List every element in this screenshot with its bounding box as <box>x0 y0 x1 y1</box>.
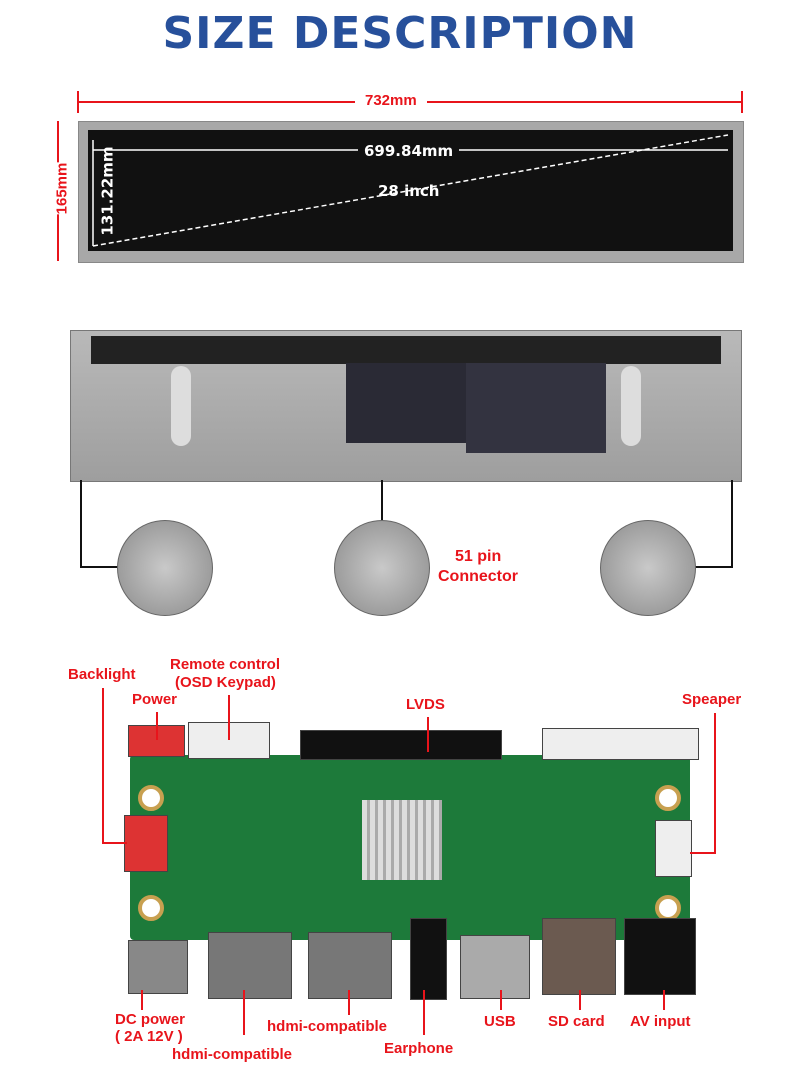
dim-tick <box>741 91 743 113</box>
active-width-label: 699.84mm <box>358 142 460 160</box>
connector-label: 51 pin <box>455 548 502 565</box>
hdmi-port-2 <box>308 932 392 999</box>
driver-board <box>346 363 466 443</box>
lvds-connector <box>300 730 502 760</box>
display-back <box>70 330 742 482</box>
back-strip <box>91 336 721 364</box>
speaker-side-connector <box>655 820 692 877</box>
active-height-label: 131.22mm <box>98 146 117 236</box>
mount-hole <box>138 785 164 811</box>
display-screen: 699.84mm 28 inch 131.22mm <box>88 130 733 251</box>
sd-card-label: SD card <box>548 1013 605 1030</box>
av-input-label: AV input <box>630 1013 691 1030</box>
bracket <box>621 366 641 446</box>
power-connector-photo <box>600 520 696 616</box>
callout-line <box>731 480 733 568</box>
earphone-label: Earphone <box>384 1040 454 1057</box>
backlight-label: Backlight <box>68 666 136 683</box>
dc-power-label: DC power <box>115 1011 186 1028</box>
av-input-jack <box>624 918 696 995</box>
usb-port <box>460 935 530 999</box>
osd-keypad-label: (OSD Keypad) <box>175 674 276 691</box>
callout-line <box>80 480 82 568</box>
lvds-label: LVDS <box>406 696 445 713</box>
connector-label-2: Connector <box>438 568 518 585</box>
backlight-connector-photo <box>117 520 213 616</box>
callout-line <box>381 480 383 520</box>
mount-hole <box>655 785 681 811</box>
mount-hole <box>138 895 164 921</box>
lvds-connector-photo <box>334 520 430 616</box>
driver-board <box>466 363 606 453</box>
diagonal-label: 28 inch <box>378 182 440 200</box>
heatsink <box>362 800 442 880</box>
bracket <box>171 366 191 446</box>
callout-line <box>694 566 732 568</box>
dc-power-spec-label: ( 2A 12V ) <box>115 1028 183 1045</box>
hdmi-label-1: hdmi-compatible <box>172 1046 293 1063</box>
outer-height-label: 165mm <box>53 162 71 215</box>
backlight-connector <box>124 815 168 872</box>
power-label: Power <box>132 691 178 708</box>
dc-jack <box>128 940 188 994</box>
remote-control-label: Remote control <box>170 656 281 673</box>
outer-width-label: 732mm <box>355 92 427 109</box>
earphone-jack <box>410 918 447 1000</box>
page-title: SIZE DESCRIPTION <box>162 8 638 59</box>
speaker-connector <box>542 728 699 760</box>
hdmi-label-2: hdmi-compatible <box>267 1018 388 1035</box>
hdmi-port-1 <box>208 932 292 999</box>
usb-label: USB <box>484 1013 516 1030</box>
speaker-label: Speaper <box>682 691 742 708</box>
sd-card-slot <box>542 918 616 995</box>
driver-pcb <box>130 755 690 940</box>
callout-line <box>80 566 118 568</box>
dim-tick <box>77 91 79 113</box>
